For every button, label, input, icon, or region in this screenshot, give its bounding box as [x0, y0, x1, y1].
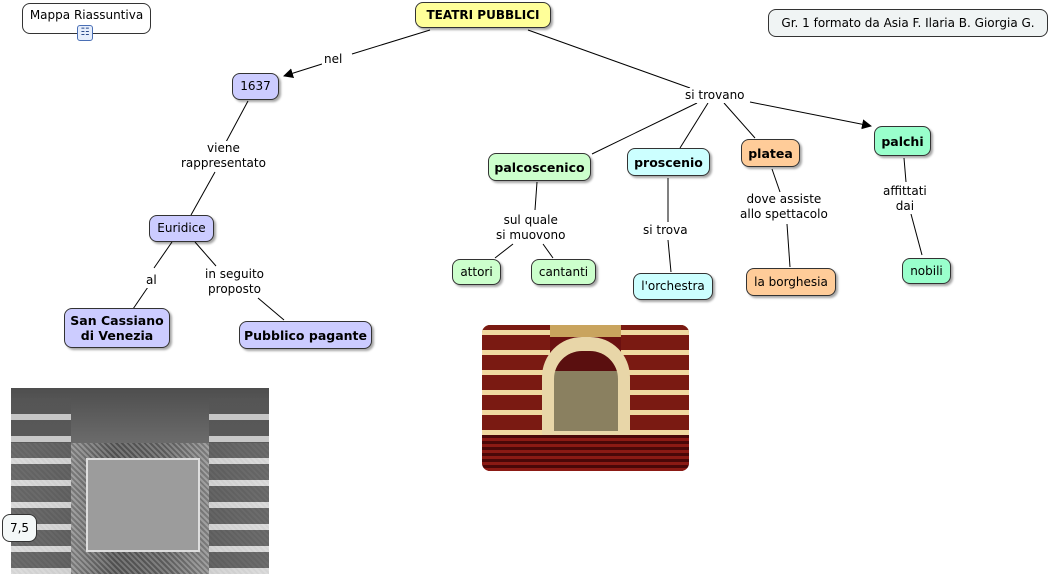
node-palcoscenico-label: palcoscenico	[494, 159, 585, 175]
node-palchi-label: palchi	[881, 133, 924, 149]
line-nel-1637	[283, 63, 323, 79]
link-label-in-seguito: in seguito proposto	[203, 267, 266, 297]
node-san-cassiano[interactable]: San Cassiano di Venezia	[64, 308, 170, 348]
line-euridice-inseguito	[194, 241, 217, 267]
node-credits-label: Gr. 1 formato da Asia F. Ilaria B. Giorg…	[781, 15, 1035, 30]
link-label-si-trova: si trova	[641, 223, 690, 238]
line-palchi-affittati	[903, 157, 907, 183]
line-1637-viene	[225, 100, 249, 143]
line-sitrovano-palchi	[749, 101, 872, 130]
line-palcoscenico-sulquale	[534, 181, 538, 211]
node-palchi[interactable]: palchi	[874, 126, 931, 156]
link-label-viene-rappresentato: viene rappresentato	[179, 141, 268, 171]
line-title-nel	[351, 29, 431, 55]
node-1637-label: 1637	[240, 79, 271, 93]
node-orchestra-label: l'orchestra	[641, 279, 705, 293]
node-euridice-label: Euridice	[157, 221, 206, 235]
node-borghesia-label: la borghesia	[754, 274, 828, 289]
line-sitrovano-platea	[723, 102, 756, 139]
line-euridice-al	[153, 241, 173, 269]
node-palcoscenico[interactable]: palcoscenico	[488, 153, 591, 181]
link-label-nel: nel	[322, 52, 345, 67]
node-pubblico-pagante-label: Pubblico pagante	[244, 327, 367, 343]
link-label-sul-quale: sul quale si muovono	[494, 213, 568, 243]
line-sitrova-orchestra	[667, 239, 672, 273]
image-old-stage	[86, 458, 200, 552]
link-label-dove-assiste: dove assiste allo spettacolo	[738, 192, 830, 222]
node-euridice[interactable]: Euridice	[149, 215, 214, 242]
line-viene-euridice	[190, 171, 216, 216]
image-new-boxes-left	[482, 325, 550, 435]
line-sitrovano-proscenio	[679, 102, 709, 149]
node-1637[interactable]: 1637	[232, 73, 279, 100]
line-title-sitrovano	[527, 29, 691, 89]
node-orchestra[interactable]: l'orchestra	[633, 273, 713, 300]
node-title-label: TEATRI PUBBLICI	[426, 7, 540, 22]
image-old-boxes-left	[11, 398, 71, 574]
image-new-boxes-right	[621, 325, 689, 435]
line-sulquale-attori	[494, 243, 514, 259]
node-pubblico-pagante[interactable]: Pubblico pagante	[239, 321, 372, 349]
node-mappa-riassuntiva-label: Mappa Riassuntiva	[29, 8, 144, 22]
node-title[interactable]: TEATRI PUBBLICI	[415, 2, 551, 28]
node-nobili[interactable]: nobili	[902, 258, 951, 284]
line-al-sancassiano	[132, 286, 149, 310]
link-label-affittati: affittati dai	[881, 184, 929, 214]
line-dove-borghesia	[786, 223, 791, 268]
node-score[interactable]: 7,5	[2, 514, 37, 542]
line-sitrovano-palcoscenico	[591, 102, 698, 155]
node-cantanti-label: cantanti	[538, 264, 589, 279]
node-attori[interactable]: attori	[452, 259, 501, 285]
link-label-si-trovano: si trovano	[683, 88, 747, 103]
image-modern-theatre	[482, 325, 689, 471]
line-inseguito-pubblico	[257, 297, 285, 321]
image-old-boxes-right	[209, 398, 269, 574]
line-platea-dove	[771, 168, 781, 193]
node-cantanti[interactable]: cantanti	[531, 259, 596, 285]
submap-icon[interactable]: ☷	[77, 25, 93, 41]
node-nobili-label: nobili	[910, 263, 943, 278]
line-affittati-nobili	[910, 213, 923, 256]
line-sulquale-cantanti	[542, 243, 554, 259]
node-platea[interactable]: platea	[741, 139, 800, 167]
image-new-curtain	[554, 351, 618, 431]
node-attori-label: attori	[460, 264, 493, 279]
node-platea-label: platea	[748, 145, 793, 161]
node-credits[interactable]: Gr. 1 formato da Asia F. Ilaria B. Giorg…	[768, 9, 1048, 37]
node-proscenio-label: proscenio	[634, 154, 703, 170]
link-label-al: al	[144, 273, 159, 288]
node-san-cassiano-label: San Cassiano di Venezia	[70, 313, 164, 343]
node-borghesia[interactable]: la borghesia	[746, 268, 836, 296]
node-proscenio[interactable]: proscenio	[627, 148, 710, 176]
image-new-seats	[482, 435, 689, 471]
image-old-theatre	[11, 388, 269, 574]
node-score-label: 7,5	[9, 520, 30, 535]
